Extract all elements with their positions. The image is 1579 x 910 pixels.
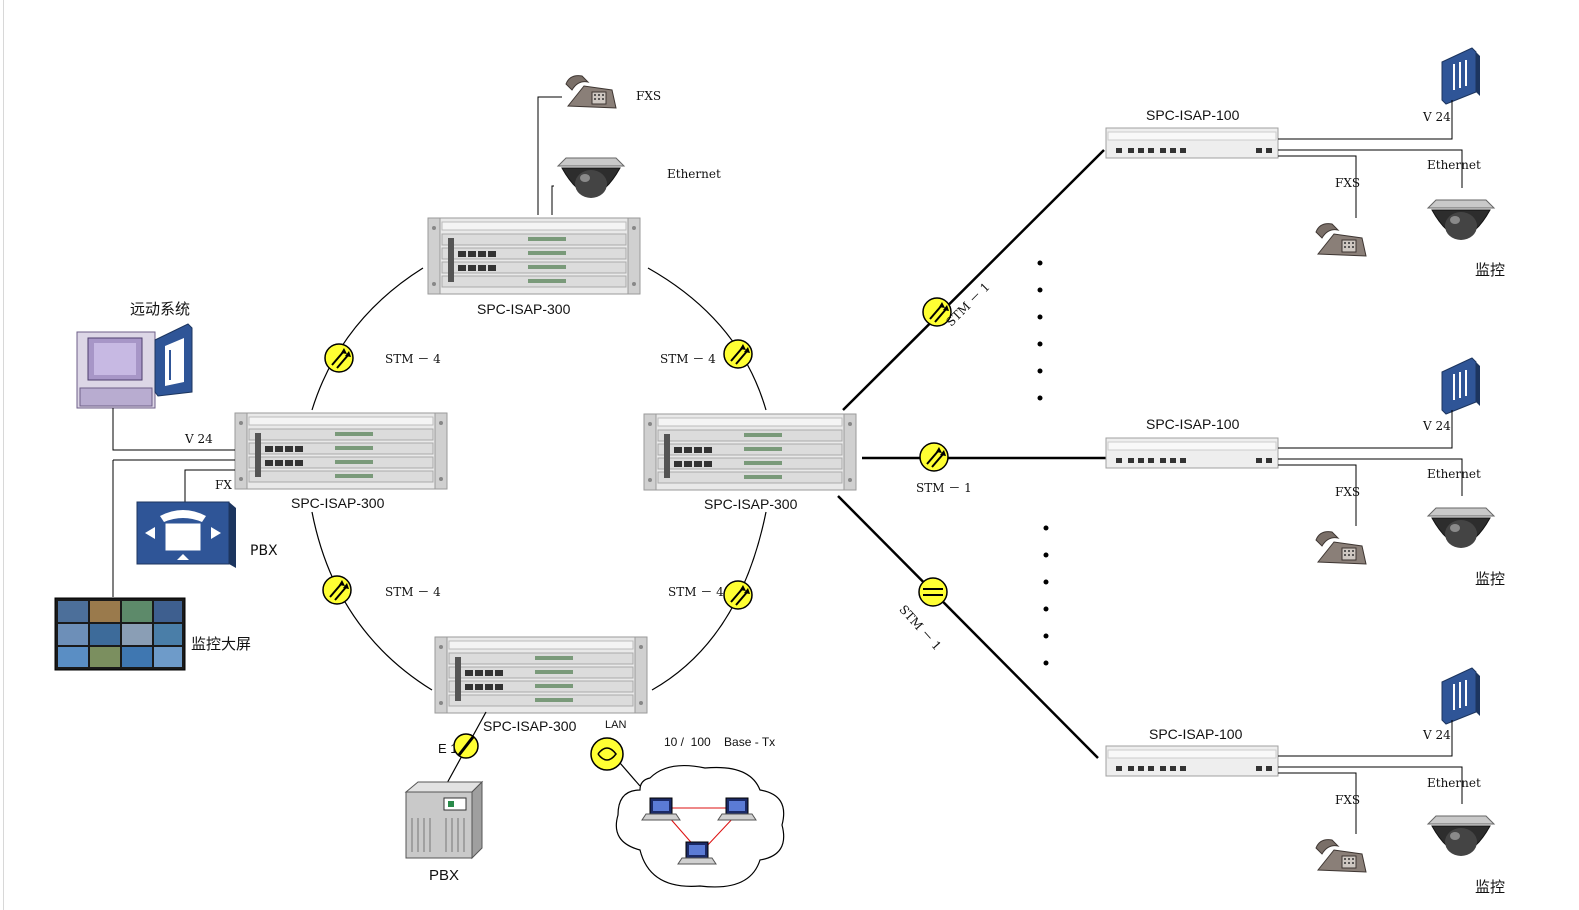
v24-label: V 24 (1423, 110, 1451, 124)
pbx-label: PBX (429, 867, 460, 884)
spc-isap-300-bottom-device (434, 636, 648, 714)
ethernet-label: Ethernet (1427, 776, 1481, 790)
continuation-dots-upper (1037, 260, 1043, 401)
v24-wire (1278, 720, 1453, 757)
continuation-dots-lower (1043, 525, 1049, 666)
fxs-label: FXS (636, 89, 662, 103)
stm4-link-symbol (322, 575, 352, 605)
link-label-stm4: STM － 4 (668, 585, 724, 599)
fxs-phone-icon (561, 71, 621, 119)
fxs-label: FXS (1335, 793, 1361, 807)
link-label-stm4: STM － 4 (385, 585, 441, 599)
lan-cloud (615, 765, 785, 888)
monitor-label: 监控 (1475, 261, 1506, 279)
pbx-server-icon (404, 780, 484, 860)
telecontrol-computer-icon (76, 331, 156, 409)
v24-wire (1278, 410, 1453, 449)
v24-label: V 24 (185, 432, 213, 446)
v24-label: V 24 (1423, 419, 1451, 433)
ring-arc-bottom-right (651, 511, 767, 691)
spc-isap-300-left-device (234, 412, 448, 490)
pbx-label: PBX (250, 543, 278, 559)
spc-isap-300-top-device (427, 217, 641, 295)
ethernet-label: Ethernet (667, 167, 721, 181)
fxs-phone-icon (1311, 219, 1371, 267)
ring-arc-bottom-left (311, 511, 433, 691)
fxo-wire (184, 469, 235, 504)
telecontrol-label: 远动系统 (130, 300, 191, 318)
ethernet-label: Ethernet (1427, 158, 1481, 172)
node-label-right: SPC-ISAP-300 (704, 496, 798, 512)
e1-label: E 1 (438, 741, 458, 756)
v24-terminal-icon (154, 323, 193, 397)
ring-arc-top-right (647, 267, 767, 411)
ethernet-wire (1278, 149, 1463, 188)
ethernet-wire (1278, 766, 1463, 804)
v24-wire (1278, 100, 1453, 140)
node-label-remote: SPC-ISAP-100 (1146, 416, 1240, 432)
link-label-stm4: STM － 4 (385, 352, 441, 366)
fxs-phone-icon (1311, 527, 1371, 575)
v24-terminal-icon (1441, 357, 1481, 415)
node-label-remote: SPC-ISAP-100 (1149, 726, 1243, 742)
spc-isap-100-device (1105, 437, 1279, 469)
ethernet-label: Ethernet (1427, 467, 1481, 481)
fxs-wire (1278, 772, 1357, 834)
fxs-label: FXS (1335, 485, 1361, 499)
node-label-remote: SPC-ISAP-100 (1146, 107, 1240, 123)
spc-isap-100-device (1105, 745, 1279, 777)
stm1-link-symbol (918, 577, 948, 607)
stm4-link-symbol (324, 343, 354, 373)
fxs-wire (1278, 155, 1357, 218)
video-wall-label: 监控大屏 (191, 635, 252, 653)
stm1-spur-lower (837, 495, 1099, 759)
v24-wire (112, 408, 235, 451)
lan-speed-label: 10 / 100 Base - Tx (664, 735, 776, 749)
v24-terminal-icon (1441, 667, 1481, 725)
stm4-link-symbol (723, 339, 753, 369)
e1-link-symbol (453, 733, 479, 759)
spc-isap-300-right-device (643, 413, 857, 491)
fxs-label: FXS (1335, 176, 1361, 190)
camera-icon (1423, 189, 1499, 261)
camera-icon (1423, 497, 1499, 569)
stm4-link-symbol (723, 580, 753, 610)
pbx-switch-icon (136, 501, 236, 568)
ring-arc-top-left (311, 267, 424, 411)
video-wall-icon (54, 597, 186, 671)
fxs-phone-icon (1311, 835, 1371, 883)
v24-label: V 24 (1423, 728, 1451, 742)
stm1-spur-upper (842, 149, 1105, 411)
monitor-label: 监控 (1475, 570, 1506, 588)
link-label-stm4: STM － 4 (660, 352, 716, 366)
node-label-bottom: SPC-ISAP-300 (483, 718, 577, 734)
page-left-border (3, 0, 4, 910)
lan-link-symbol (590, 737, 624, 771)
fxs-wire (537, 96, 562, 215)
v24-terminal-icon (1441, 47, 1481, 105)
spc-isap-100-device (1105, 127, 1279, 159)
node-label-left: SPC-ISAP-300 (291, 495, 385, 511)
fxs-wire (1278, 464, 1357, 526)
fxo-label: FXO (215, 479, 232, 491)
camera-icon (1423, 805, 1499, 877)
camera-icon (553, 147, 629, 219)
lan-label: LAN (605, 719, 627, 731)
link-label-stm1: STM － 1 (916, 481, 972, 495)
monitor-label: 监控 (1475, 878, 1506, 896)
node-label-top: SPC-ISAP-300 (477, 301, 571, 317)
stm1-link-symbol (919, 442, 949, 472)
ethernet-wire (1278, 458, 1463, 496)
